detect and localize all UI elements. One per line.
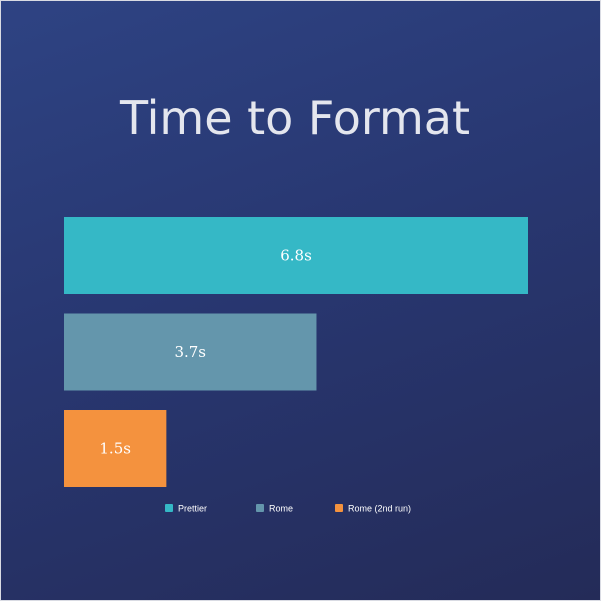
legend-label-prettier: Prettier xyxy=(178,504,207,514)
bar-rome xyxy=(64,313,317,391)
legend-swatch-prettier xyxy=(165,504,173,512)
legend-label-rome-2nd-run: Rome (2nd run) xyxy=(348,504,411,514)
data-label-rome-2nd-run: 1.5s xyxy=(99,440,131,458)
legend-label-rome: Rome xyxy=(269,504,293,514)
bars-group xyxy=(64,217,528,487)
data-labels-group: 6.8s 3.7s 1.5s xyxy=(99,247,311,458)
legend: Prettier Rome Rome (2nd run) xyxy=(165,504,411,514)
data-label-rome: 3.7s xyxy=(174,343,206,361)
legend-swatch-rome xyxy=(256,504,264,512)
chart-title: Time to Format xyxy=(119,91,470,145)
bar-rome-2nd-run xyxy=(64,410,167,487)
data-label-prettier: 6.8s xyxy=(280,247,312,265)
legend-swatch-rome-2nd-run xyxy=(335,504,343,512)
bar-prettier xyxy=(64,217,528,294)
